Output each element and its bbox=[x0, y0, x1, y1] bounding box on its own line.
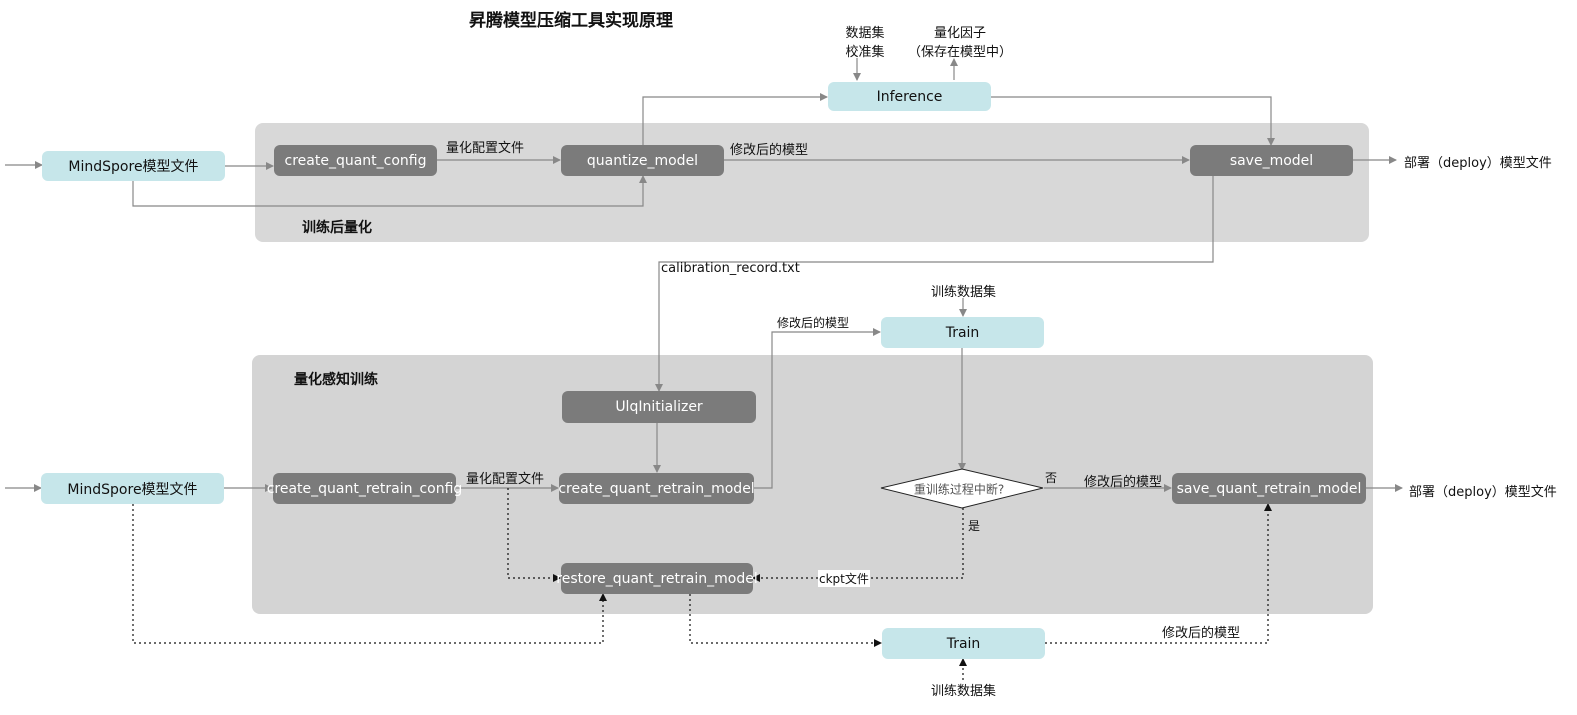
ckpt-file-label: ckpt文件 bbox=[818, 570, 870, 587]
ptq-panel bbox=[255, 123, 1369, 242]
ulq-initializer-box[interactable]: UlqInitializer bbox=[562, 391, 756, 423]
ptq-deploy-label: 部署（deploy）模型文件 bbox=[1404, 156, 1552, 171]
save-model-box[interactable]: save_model bbox=[1190, 145, 1353, 176]
create-quant-config-box[interactable]: create_quant_config bbox=[274, 145, 437, 176]
train-bottom-box[interactable]: Train bbox=[882, 628, 1045, 659]
ptq-section-label: 训练后量化 bbox=[302, 220, 372, 236]
qat-section-label: 量化感知训练 bbox=[294, 372, 378, 388]
train-data-top-label: 训练数据集 bbox=[931, 285, 997, 300]
train-top-box[interactable]: Train bbox=[881, 317, 1044, 348]
qat-modified-model-top-label: 修改后的模型 bbox=[777, 316, 850, 330]
create-quant-retrain-config-box[interactable]: create_quant_retrain_config bbox=[267, 473, 462, 504]
qat-modified-model-bottom-label: 修改后的模型 bbox=[1162, 626, 1241, 641]
decision-diamond bbox=[880, 468, 1044, 509]
ptq-modified-model-label: 修改后的模型 bbox=[730, 143, 809, 158]
calibration-record-label: calibration_record.txt bbox=[661, 261, 800, 276]
qat-config-file-label: 量化配置文件 bbox=[466, 472, 545, 487]
create-quant-retrain-model-box[interactable]: create_quant_retrain_model bbox=[558, 473, 755, 504]
qat-deploy-label: 部署（deploy）模型文件 bbox=[1409, 485, 1557, 500]
decision-yes-label: 是 bbox=[968, 519, 981, 533]
decision-label: 重训练过程中断? bbox=[913, 482, 1005, 497]
ptq-config-file-label: 量化配置文件 bbox=[446, 141, 525, 156]
quantize-model-box[interactable]: quantize_model bbox=[561, 145, 724, 176]
restore-quant-retrain-model-box[interactable]: restore_quant_retrain_model bbox=[556, 563, 758, 594]
decision-no-label: 否 bbox=[1045, 471, 1058, 485]
train-data-bottom-label: 训练数据集 bbox=[931, 684, 997, 699]
quant-factor-label: 量化因子（保存在模型中） bbox=[907, 26, 1013, 60]
inference-box[interactable]: Inference bbox=[828, 82, 991, 111]
page-title: 昇腾模型压缩工具实现原理 bbox=[469, 11, 673, 31]
dataset-label: 数据集校准集 bbox=[845, 26, 885, 60]
save-quant-retrain-model-box[interactable]: save_quant_retrain_model bbox=[1172, 473, 1366, 504]
ptq-mindspore-file-box[interactable]: MindSpore模型文件 bbox=[42, 151, 225, 181]
qat-mindspore-file-box[interactable]: MindSpore模型文件 bbox=[41, 473, 224, 504]
qat-modified-model-right-label: 修改后的模型 bbox=[1084, 475, 1163, 490]
